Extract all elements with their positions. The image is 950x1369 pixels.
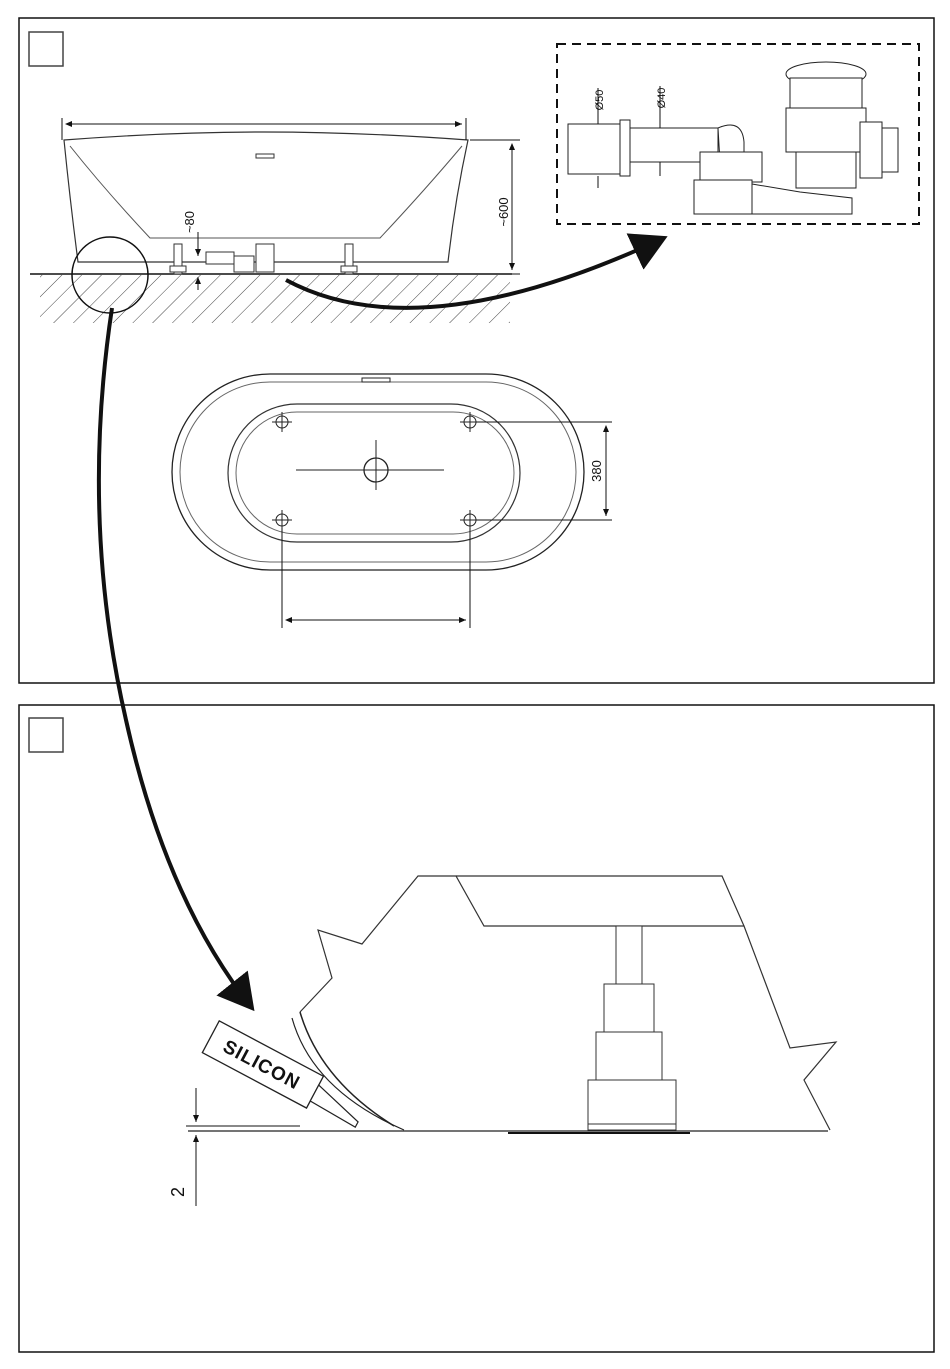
panel-2: SILICON 2 (19, 308, 934, 1352)
outlet-diameter-small-label: Ø40 (656, 88, 668, 109)
foot-spacing-dimension: 380 (476, 422, 612, 520)
tub-foot (588, 926, 676, 1130)
arrow-to-silicone-detail (99, 308, 252, 1008)
silicone-gap-dimension: 2 (168, 1088, 300, 1206)
bathtub-plan-view (172, 374, 584, 570)
tub-height-label: ~600 (496, 197, 511, 226)
drain-detail: Ø50 Ø40 (557, 44, 919, 224)
step-number-box-2 (29, 718, 63, 752)
foot-clearance-label: ~80 (182, 211, 197, 233)
foot-spacing-label: 380 (589, 460, 604, 482)
tub-height-dimension: ~600 (460, 140, 520, 274)
foot-spacing-length-dimension (282, 528, 470, 628)
step-number-box-1 (29, 32, 63, 66)
panel-2-frame (19, 705, 934, 1352)
bathtub-side-view (64, 132, 468, 274)
floor (30, 274, 512, 323)
outlet-diameter-large-label: Ø50 (594, 90, 606, 111)
pop-up-drain (786, 62, 898, 188)
silicone-tube: SILICON (202, 1021, 369, 1133)
panel-1: ~600 ~80 (19, 18, 934, 683)
silicone-gap-label: 2 (168, 1187, 188, 1197)
